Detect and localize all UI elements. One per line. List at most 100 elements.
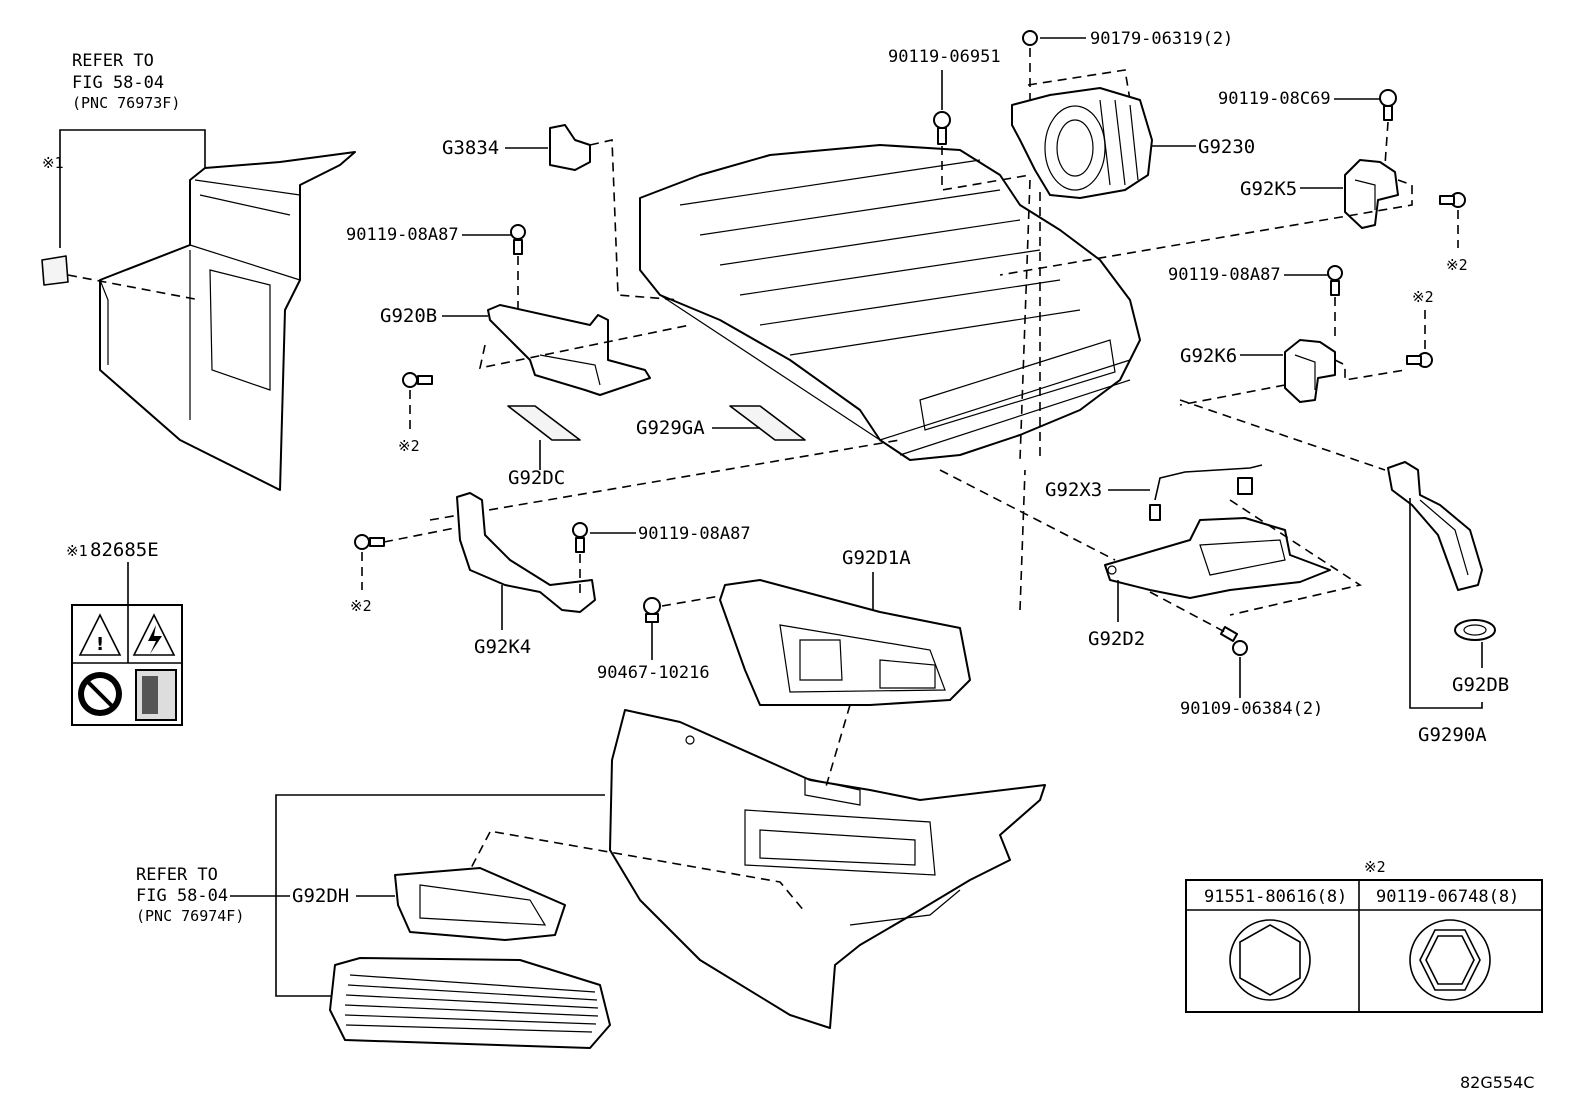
bolt-90119-08A87-b: [572, 522, 588, 553]
dash-G92D2-box: [1229, 499, 1363, 616]
mark2-d: ※2: [1412, 288, 1434, 306]
dash-G92K6-left: [1179, 384, 1286, 406]
part-G92K5: G92K5: [1240, 178, 1297, 200]
left-duct-panel: [99, 151, 356, 491]
bolt-90119-08C69: [1379, 89, 1397, 121]
part-G92D2: G92D2: [1088, 628, 1145, 650]
dash-G92D1A-cover: [824, 704, 851, 791]
table-mark: ※2: [1364, 858, 1386, 876]
table-col1-label: 91551-80616(8): [1204, 887, 1347, 907]
battery-pack-drawing: [639, 144, 1141, 461]
part-G92DH-drawing: [394, 867, 566, 941]
refer-top-line3: (PNC 76973F): [72, 94, 180, 112]
part-G920B: G920B: [380, 305, 437, 327]
refer-bot-line2: FIG 58-04: [136, 886, 228, 906]
part-G9230-drawing: [1011, 87, 1153, 199]
mark2-b: ※2: [350, 597, 372, 615]
table-col2-label: 90119-06748(8): [1376, 887, 1519, 907]
part-G92DB: G92DB: [1452, 674, 1509, 696]
bolt-90119-08A87-a: [510, 224, 526, 255]
part-G92K5-drawing: [1344, 159, 1399, 229]
bolt-90119-06951: [933, 111, 951, 145]
exclamation-icon: !: [96, 634, 104, 655]
part-90109-06384: 90109-06384(2): [1180, 699, 1323, 719]
bracket-G92DH: [275, 794, 605, 997]
dash-long-left: [429, 439, 901, 521]
dash-G92D1A-up: [1019, 469, 1026, 611]
warning-triangle-icon: [78, 613, 122, 656]
dash-G920B: [478, 324, 691, 370]
fastener-table: 91551-80616(8) 90119-06748(8): [1185, 879, 1543, 1013]
warning-label-sticker: !: [71, 604, 183, 726]
grille-drawing: [329, 957, 611, 1049]
part-90119-06951: 90119-06951: [888, 47, 1001, 67]
mark1-label: ※1: [66, 542, 88, 560]
lower-cover-drawing: [609, 709, 1046, 1029]
dash-G92DH-cover: [494, 831, 806, 913]
part-G92K6-drawing: [1284, 339, 1336, 403]
part-90119-08A87-a: 90119-08A87: [346, 225, 459, 245]
part-G92DH: G92DH: [292, 885, 349, 907]
part-G92K4-drawing: [456, 492, 596, 613]
part-G9230: G9230: [1198, 136, 1255, 158]
refer-top-line1: REFER TO: [72, 51, 154, 71]
dash-G92K6-right: [1334, 359, 1406, 381]
pad-G929GA: [729, 405, 806, 441]
refer-bot-line3: (PNC 76974F): [136, 907, 244, 925]
sticker-dashline: [67, 274, 201, 301]
part-G92D1A: G92D1A: [842, 547, 911, 569]
part-82685E: 82685E: [90, 539, 159, 561]
part-G92D2-drawing: [1104, 517, 1331, 599]
dash-clip: [661, 595, 721, 607]
label-sticker-small: [41, 255, 69, 286]
part-90119-08C69: 90119-08C69: [1218, 89, 1331, 109]
part-G3834-drawing: [549, 124, 591, 171]
bolt-mark2-c: [1439, 192, 1466, 208]
part-G9290A: G9290A: [1418, 724, 1487, 746]
part-90119-08A87-b: 90119-08A87: [638, 524, 751, 544]
part-G92DB-drawing: [1454, 619, 1496, 641]
part-G920B-drawing: [487, 304, 651, 396]
clip-90467-10216: [643, 597, 661, 623]
diagram-code: 82G554C: [1460, 1073, 1534, 1092]
hex-flange-bolt-icon: [1409, 919, 1491, 1001]
refer-top-bracket: [59, 129, 206, 248]
high-voltage-icon: [132, 613, 176, 656]
bolt-mark2-d: [1406, 352, 1433, 368]
dash-G92DH-cover-2: [469, 831, 491, 871]
part-G92K4: G92K4: [474, 636, 531, 658]
bolt-mark2-b: [354, 534, 385, 550]
bracket-G9290A: [1409, 498, 1483, 709]
part-G9290A-drawing: [1387, 461, 1483, 591]
bolt-90119-08A87-c: [1327, 265, 1343, 296]
part-90179-06319: 90179-06319(2): [1090, 29, 1233, 49]
part-G3834: G3834: [442, 137, 499, 159]
dash-long-center: [939, 469, 1116, 561]
dash-pack-hose: [1179, 399, 1386, 471]
refer-top-line2: FIG 58-04: [72, 73, 164, 93]
hex-socket-bolt-icon: [1229, 919, 1311, 1001]
bolt-90109-06384: [1219, 626, 1248, 656]
refer-bot-line1: REFER TO: [136, 865, 218, 885]
mark2-c: ※2: [1446, 256, 1468, 274]
part-G92X3: G92X3: [1045, 479, 1102, 501]
nut-90179-06319: [1022, 30, 1038, 46]
dash-08C69: [1384, 121, 1389, 166]
part-G92D1A-drawing: [719, 579, 971, 706]
mark1-top: ※1: [42, 154, 64, 172]
part-G929GA: G929GA: [636, 417, 705, 439]
dash-mark2-b-k4: [383, 527, 456, 543]
part-G92X3-drawing: [1149, 464, 1263, 521]
part-G92K6: G92K6: [1180, 345, 1237, 367]
dash-G92K5: [999, 179, 1413, 276]
part-90467-10216: 90467-10216: [597, 663, 710, 683]
part-90119-08A87-c: 90119-08A87: [1168, 265, 1281, 285]
dash-g9230-top: [1027, 69, 1131, 101]
bolt-mark2-a: [402, 372, 433, 388]
pad-G92DC: [507, 405, 581, 441]
part-G92DC: G92DC: [508, 467, 565, 489]
mark2-a: ※2: [398, 437, 420, 455]
dash-g9230-down: [1019, 179, 1031, 461]
